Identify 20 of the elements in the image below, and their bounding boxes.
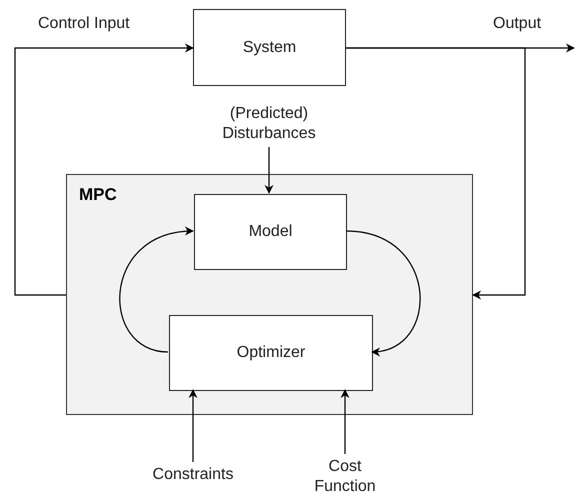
- arrow: [120, 227, 194, 353]
- arrow: [340, 389, 350, 454]
- box-label: Model: [248, 222, 292, 242]
- input-text: Constraints: [140, 462, 246, 488]
- process-box: [169, 315, 373, 391]
- group-panel: [66, 174, 473, 415]
- arrow: [346, 230, 420, 356]
- edge-label: Output: [493, 14, 542, 34]
- box-label: System: [242, 38, 296, 58]
- arrow: [346, 47, 526, 300]
- arrow: [188, 389, 198, 462]
- input-text: (Predicted) Disturbances: [209, 101, 329, 147]
- process-box: [194, 194, 347, 270]
- arrow: [14, 44, 194, 296]
- process-box: [193, 9, 346, 86]
- group-title: MPC: [79, 184, 117, 206]
- arrow: [264, 147, 274, 194]
- box-label: Optimizer: [236, 343, 306, 363]
- input-text: Cost Function: [305, 454, 385, 500]
- edge-label: Control Input: [38, 14, 130, 34]
